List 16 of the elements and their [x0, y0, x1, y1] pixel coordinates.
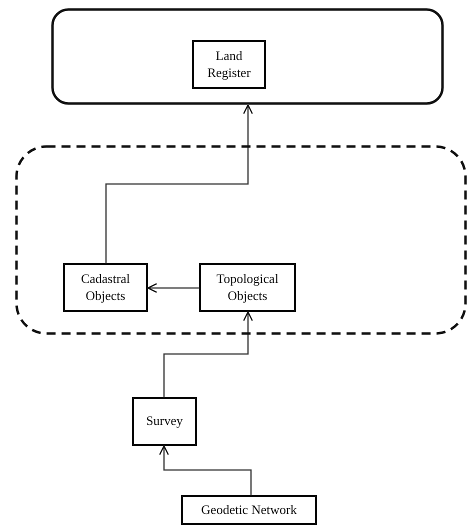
connector-arrow: [147, 282, 199, 294]
box-label: Survey: [146, 413, 183, 430]
box-label: Topological Objects: [216, 270, 280, 304]
rounded-container: [51, 8, 444, 105]
process-box: [199, 263, 296, 312]
connector-arrow: [158, 445, 252, 495]
dashed-group-container: [15, 145, 467, 335]
box-label: Land Register: [206, 48, 252, 82]
connector-arrow: [163, 311, 254, 397]
box-label: Cadastral Objects: [80, 270, 132, 304]
process-box: [181, 495, 317, 525]
process-box: [192, 40, 266, 89]
box-label: Geodetic Network: [201, 502, 297, 518]
process-box: [63, 263, 148, 312]
connector-arrow: [105, 104, 254, 263]
process-box: [132, 397, 197, 446]
